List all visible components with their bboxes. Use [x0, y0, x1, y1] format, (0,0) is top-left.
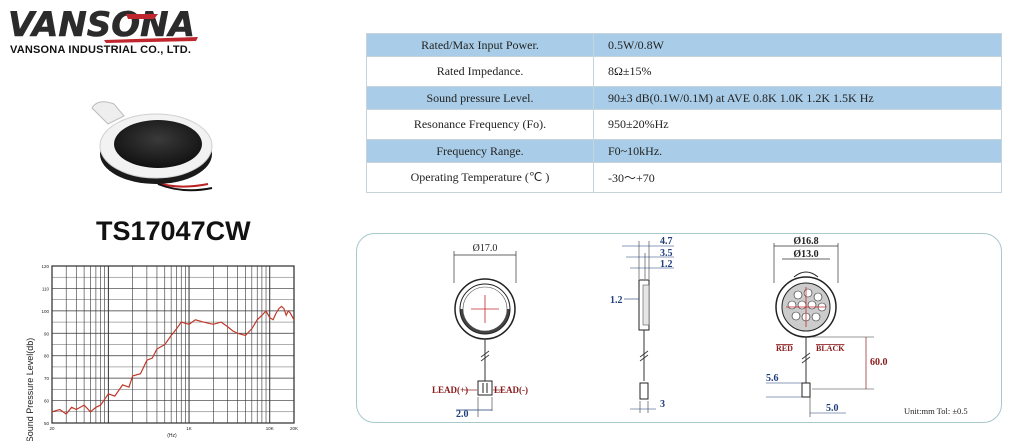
spec-label: Sound pressure Level.: [366, 86, 594, 110]
y-tick-label: 110: [42, 286, 50, 291]
red-wire-label: RED: [776, 344, 793, 353]
x-tick-label: 10K: [266, 426, 274, 431]
side-dim-1: 4.7: [660, 236, 673, 247]
spec-value: 90±3 dB(0.1W/0.1M) at AVE 0.8K 1.0K 1.2K…: [593, 86, 1002, 110]
y-tick-label: 70: [44, 376, 50, 381]
spec-row: Operating Temperature (℃ )-30～+70: [366, 162, 1002, 193]
back-inner-diameter-label: Ø13.0: [793, 249, 818, 260]
lead-length-label: 60.0: [870, 357, 888, 368]
company-logo: VANSONA: [8, 5, 208, 66]
spec-row: Resonance Frequency (Fo).950±20%Hz: [366, 109, 1002, 140]
y-tick-label: 80: [44, 354, 50, 359]
frequency-response-chart: Sound Pressure Level(db) 120 110 100 90 80 70…: [0, 258, 300, 443]
response-series-line: [51, 305, 295, 415]
product-photo: [88, 94, 238, 204]
back-view: Ø16.8 Ø13.0 RED BLACK 60.0 5.6: [766, 236, 888, 417]
dimension-drawing: Ø17.0 LEAD(+) LEAD(-) 2.0: [356, 233, 1002, 423]
y-tick-label: 90: [44, 331, 50, 336]
y-tick-label: 120: [41, 264, 49, 269]
company-name: VANSONA INDUSTRIAL CO., LTD.: [10, 44, 192, 56]
chart-ylabel: Sound Pressure Level(db): [25, 338, 35, 443]
spec-value: F0~10kHz.: [593, 139, 1002, 163]
unit-tolerance-note: Unit:mm Tol: ±0.5: [904, 406, 968, 416]
x-tick-label: 1K: [186, 426, 192, 431]
spec-label: Resonance Frequency (Fo).: [366, 109, 594, 140]
pin-pitch-label: 2.0: [456, 409, 469, 420]
back-outer-diameter-label: Ø16.8: [793, 236, 818, 247]
y-tick-label: 60: [44, 399, 50, 404]
spec-value: 0.5W/0.8W: [593, 33, 1002, 57]
x-tick-label: 20: [49, 426, 55, 431]
spec-label: Frequency Range.: [366, 139, 594, 163]
spec-value: 8Ω±15%: [593, 56, 1002, 87]
back-dim-a: 5.6: [766, 373, 779, 384]
x-axis-label: (Hz): [167, 433, 177, 439]
spec-row: Rated/Max Input Power.0.5W/0.8W: [366, 33, 1002, 57]
y-tick-label: 100: [41, 309, 49, 314]
back-dim-b: 5.0: [826, 403, 839, 414]
side-dim-4: 1.2: [610, 295, 623, 306]
side-view: 4.7 3.5 1.2 1.2 3: [610, 236, 674, 413]
front-view: Ø17.0 LEAD(+) LEAD(-) 2.0: [432, 243, 528, 420]
logo-underline-icon: [104, 37, 198, 43]
front-diameter-label: Ø17.0: [473, 243, 498, 254]
side-dim-2: 3.5: [660, 248, 673, 259]
side-dim-3: 1.2: [660, 259, 673, 270]
spec-row: Rated Impedance.8Ω±15%: [366, 56, 1002, 87]
spec-value: 950±20%Hz: [593, 109, 1002, 140]
lead-negative-label: LEAD(-): [494, 385, 528, 395]
side-dim-5: 3: [660, 399, 665, 410]
y-tick-label: 50: [44, 421, 50, 426]
spec-label: Rated/Max Input Power.: [366, 33, 594, 57]
spec-row: Sound pressure Level.90±3 dB(0.1W/0.1M) …: [366, 86, 1002, 110]
spec-label: Operating Temperature (℃ ): [366, 162, 594, 193]
logo-text: VANSONA: [8, 6, 195, 45]
logo-swoosh-icon: [126, 14, 158, 19]
product-model: TS17047CW: [96, 216, 251, 246]
spec-value: -30～+70: [593, 162, 1002, 193]
spec-row: Frequency Range.F0~10kHz.: [366, 139, 1002, 163]
drawing-frame: [356, 233, 1002, 423]
y-axis-label: Sound Pressure Level(db): [25, 338, 35, 441]
black-wire-label: BLACK: [816, 344, 845, 353]
spec-label: Rated Impedance.: [366, 56, 594, 87]
x-tick-label: 20K: [290, 426, 298, 431]
lead-positive-label: LEAD(+): [432, 385, 468, 395]
